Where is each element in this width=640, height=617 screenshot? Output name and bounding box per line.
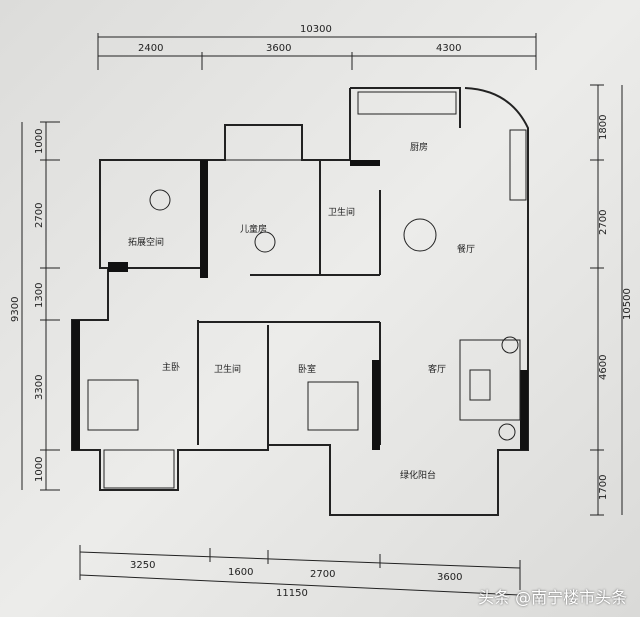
coffee-table [469, 369, 491, 401]
room-living: 客厅 [428, 363, 446, 375]
bedroom-bed [307, 381, 359, 431]
bottom-dimensions: 3250 1600 2700 3600 11150 [79, 545, 521, 599]
dim-top-2: 3600 [266, 43, 291, 54]
dim-bottom-2: 1600 [228, 567, 253, 578]
dim-left-2: 2700 [34, 203, 45, 228]
dim-right-total: 10500 [622, 288, 633, 320]
dim-bottom-3: 2700 [310, 569, 335, 580]
dim-top-3: 4300 [436, 43, 461, 54]
dim-right-4: 1700 [598, 475, 609, 500]
right-dimensions: 1800 2700 4600 1700 10500 [590, 84, 633, 516]
dim-left-1: 1000 [34, 129, 45, 154]
master-bed [87, 379, 139, 431]
kitchen-counter [357, 91, 457, 115]
dim-left-5: 1000 [34, 457, 45, 482]
furniture [87, 91, 527, 489]
room-kitchen: 厨房 [410, 141, 428, 153]
room-bath2: 卫生间 [214, 363, 241, 375]
room-bath1: 卫生间 [328, 206, 355, 218]
dim-right-3: 4600 [598, 355, 609, 380]
dim-right-2: 2700 [598, 210, 609, 235]
room-labels: 厨房 餐厅 卫生间 儿童房 拓展空间 主卧 卫生间 卧室 客厅 绿化阳台 [128, 141, 475, 481]
dim-top-1: 2400 [138, 43, 163, 54]
dim-top-total: 10300 [300, 24, 332, 35]
room-master: 主卧 [162, 361, 180, 373]
master-balcony [103, 449, 175, 489]
walls [71, 87, 529, 516]
dim-bottom-1: 3250 [130, 560, 155, 571]
bay-window [224, 124, 303, 161]
left-dimensions: 9300 1000 2700 1300 3300 1000 [10, 121, 60, 491]
dim-left-3: 1300 [34, 283, 45, 308]
watermark: 头条 @南宁楼市头条 [478, 588, 628, 607]
dim-left-total: 9300 [10, 297, 21, 322]
window [509, 129, 527, 201]
top-dimensions: 10300 2400 3600 4300 [97, 24, 537, 70]
room-bedroom: 卧室 [298, 363, 316, 375]
dim-right-1: 1800 [598, 115, 609, 140]
room-balcony: 绿化阳台 [400, 469, 436, 481]
dining-table [403, 218, 437, 252]
room-dining: 餐厅 [457, 243, 475, 255]
dim-left-4: 3300 [34, 375, 45, 400]
dim-bottom-total: 11150 [276, 588, 308, 599]
thick-walls [72, 160, 528, 450]
dim-bottom-4: 3600 [437, 572, 462, 583]
sofa [459, 339, 521, 421]
room-kids: 儿童房 [240, 223, 267, 235]
room-flex: 拓展空间 [128, 236, 164, 248]
